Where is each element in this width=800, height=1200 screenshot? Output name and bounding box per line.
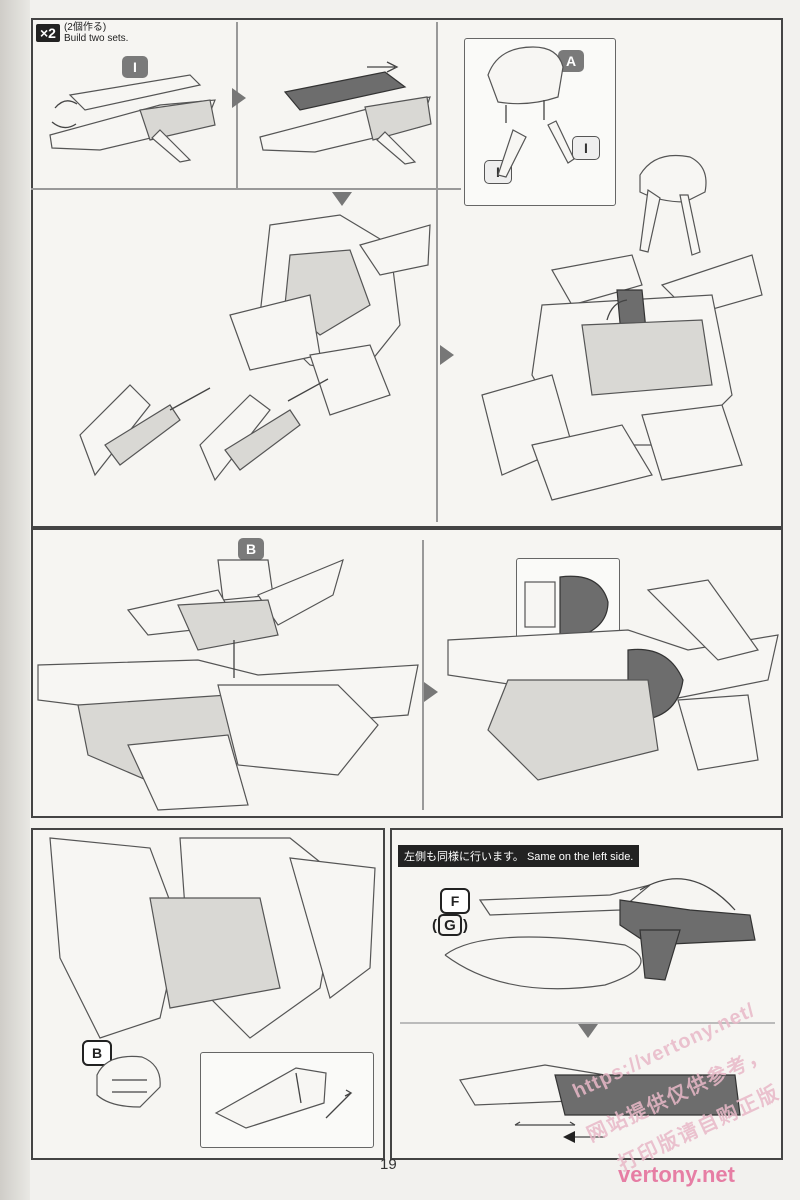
part-label-g: (G): [432, 914, 468, 936]
divider: [422, 540, 424, 810]
divider: [31, 188, 461, 190]
wing-assembled-illustration: [259, 61, 432, 165]
part-label-i: I: [122, 56, 148, 78]
fin-assembled-illustration: [459, 1064, 741, 1143]
wing-part-illustration: [49, 74, 216, 163]
step-arrow: [578, 1024, 598, 1038]
rear-body-illustration: [49, 837, 376, 1039]
step-arrow: [332, 192, 352, 206]
part-label-a: A: [558, 50, 584, 72]
fin-f-illustration: [444, 878, 756, 990]
step-arrow: [232, 88, 246, 108]
watermark-site: vertony.net: [618, 1162, 735, 1187]
same-left-note: 左側も同様に行います。 Same on the left side.: [398, 845, 640, 867]
step-arrow: [424, 682, 438, 702]
fuselage-illustration: [37, 640, 419, 811]
thruster-b-illustration: [126, 558, 344, 651]
en-note: Build two sets.: [63, 33, 129, 44]
page-spine: [0, 0, 30, 1200]
divider: [400, 1022, 775, 1024]
head-part-a-illustration: [487, 46, 575, 178]
nozzle-b-illustration: [96, 1055, 161, 1108]
part-label-b-lower: B: [82, 1040, 112, 1066]
part-label-f: F: [440, 888, 470, 914]
multiplier-badge: ×2: [36, 24, 60, 42]
jp-note: (2個作る): [63, 22, 107, 33]
same-left-en: Same on the left side.: [526, 851, 634, 863]
body-head-assembled-illustration: [481, 254, 763, 501]
divider: [436, 22, 438, 522]
page-number: 19: [380, 1156, 397, 1173]
part-label-b: B: [238, 538, 264, 560]
cockpit-detail-illustration: [524, 575, 609, 638]
nozzle-detail-illustration: [214, 1067, 353, 1129]
body-frame-illustration: [79, 214, 431, 482]
part-label-i-right: I: [572, 136, 600, 160]
step-arrow: [440, 345, 454, 365]
build-count-note: ×2 (2個作る) Build two sets.: [36, 22, 128, 44]
head-assembled-illustration: [639, 154, 707, 256]
same-left-jp: 左側も同様に行います。: [404, 851, 524, 863]
fuselage-cockpit-illustration: [447, 579, 779, 781]
